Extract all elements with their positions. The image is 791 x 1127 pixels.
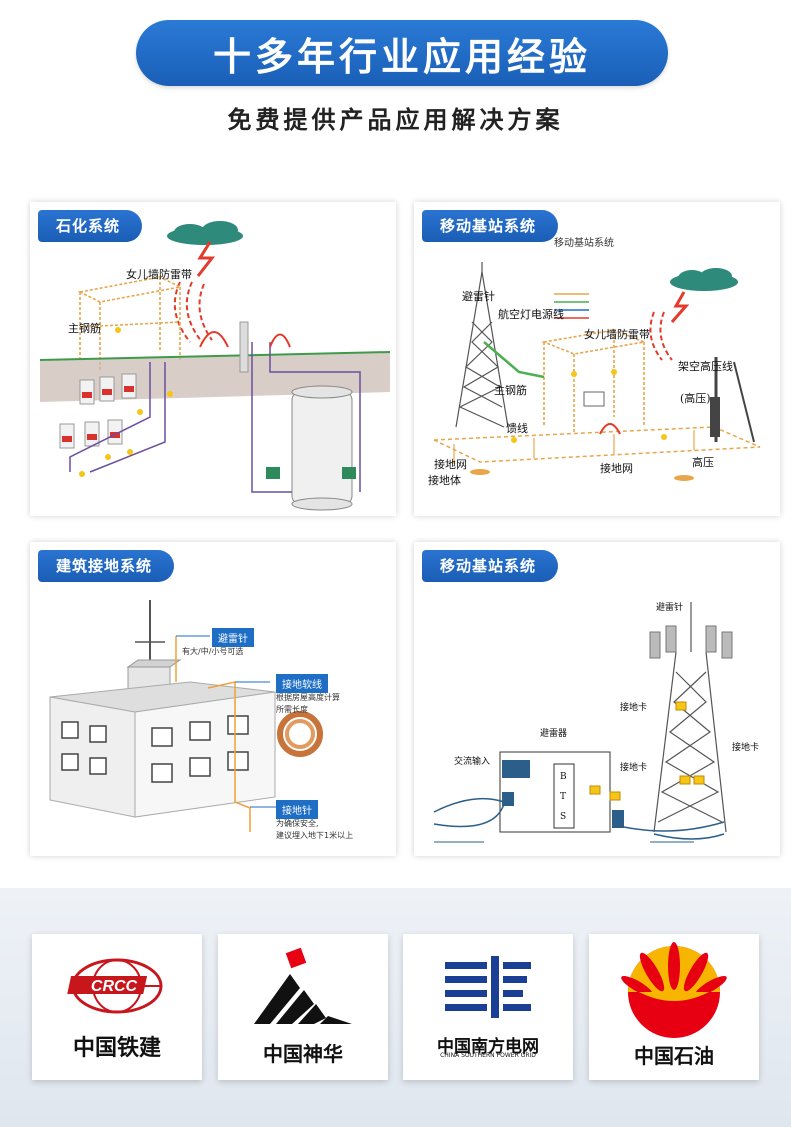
panel-building-grounding: 建筑接地系统 避雷针 有大/中/小号可选 接地软线 根据房屋高度计算 所需长度 …	[30, 542, 396, 856]
logo-card-crcc: CRCC 中国铁建	[32, 934, 202, 1080]
label-ground-clamp-mid: 接地卡	[620, 763, 648, 773]
logo-subname: CHINA SOUTHERN POWER GRID	[440, 1052, 536, 1059]
base-station-diagram	[433, 262, 761, 481]
label-lightning-rod: 避雷针	[656, 603, 684, 613]
building-grounding-diagram	[49, 600, 323, 832]
crcc-logo-icon: CRCC	[67, 958, 163, 1014]
shenhua-logo-icon	[254, 947, 352, 1024]
logo-card-csg: 中国南方电网 CHINA SOUTHERN POWER GRID	[403, 934, 573, 1080]
label-surge-arrester: 避雷器	[540, 729, 568, 739]
logo-name: 中国石油	[634, 1044, 714, 1068]
label-ground-clamp-top: 接地卡	[620, 703, 648, 713]
label-ground-grid-right: 接地网	[600, 462, 633, 475]
panel-tag: 移动基站系统	[422, 210, 559, 242]
bts-letter-b: B	[560, 772, 567, 782]
callout-ground-rod: 接地针	[276, 800, 318, 819]
label-ground-body: 接地体	[428, 474, 461, 487]
crcc-mark-text: CRCC	[91, 978, 138, 995]
label-high-voltage: 高压	[692, 456, 714, 469]
label-parapet-lightning-belt: 女儿墙防雷带	[126, 268, 192, 281]
petrochemical-diagram	[39, 221, 391, 511]
headline-banner: 十多年行业应用经验	[136, 20, 668, 86]
panel-tag: 建筑接地系统	[38, 550, 175, 582]
callout-ground-soft-wire-note: 根据房屋高度计算 所需长度	[276, 693, 340, 714]
logo-name: 中国神华	[263, 1042, 343, 1066]
callout-ground-soft-wire: 接地软线	[276, 674, 328, 693]
bts-letter-t: T	[560, 792, 567, 802]
logo-card-shenhua: 中国神华	[218, 934, 388, 1080]
logo-card-petrochina: 中国石油	[589, 934, 759, 1080]
label-overhead-hv-line: 架空高压线	[678, 360, 733, 373]
label-main-rebar: 主钢筋	[494, 384, 527, 397]
label-aviation-light-cable: 航空灯电源线	[498, 308, 564, 321]
petrochina-logo-icon	[621, 942, 727, 1042]
logo-name: 中国铁建	[72, 1036, 161, 1061]
bts-letter-s: S	[560, 812, 567, 822]
label-high-voltage-paren: (高压)	[680, 392, 711, 405]
panel-tag: 石化系统	[38, 210, 143, 242]
label-feeder: 馈线	[506, 422, 528, 435]
diagram-caption: 移动基站系统	[554, 238, 614, 249]
label-lightning-rod: 避雷针	[462, 290, 495, 303]
label-ac-input: 交流输入	[454, 757, 491, 767]
headline-subtitle: 免费提供产品应用解决方案	[227, 106, 564, 134]
panel-base-station-a: 移动基站系统 移动基站系统	[414, 202, 780, 516]
logo-name: 中国南方电网	[437, 1037, 539, 1057]
label-main-rebar: 主钢筋	[68, 322, 101, 335]
csg-logo-icon	[445, 956, 531, 1018]
panel-tag: 移动基站系统	[422, 550, 559, 582]
panel-petrochemical: 石化系统	[30, 202, 396, 516]
callout-lightning-rod: 避雷针	[212, 628, 254, 647]
label-ground-clamp-right: 接地卡	[732, 743, 760, 753]
label-parapet-lightning-belt: 女儿墙防雷带	[584, 328, 650, 341]
label-ground-grid: 接地网	[434, 458, 467, 471]
tower-grounding-diagram	[433, 602, 733, 843]
callout-lightning-rod-note: 有大/中/小号可选	[182, 647, 244, 656]
panel-base-station-b: 移动基站系统 避雷针 接地卡 避雷器 交流输入 接地卡 接地卡 B T	[414, 542, 780, 856]
callout-ground-rod-note: 为确保安全, 建议埋入地下1米以上	[276, 819, 354, 840]
